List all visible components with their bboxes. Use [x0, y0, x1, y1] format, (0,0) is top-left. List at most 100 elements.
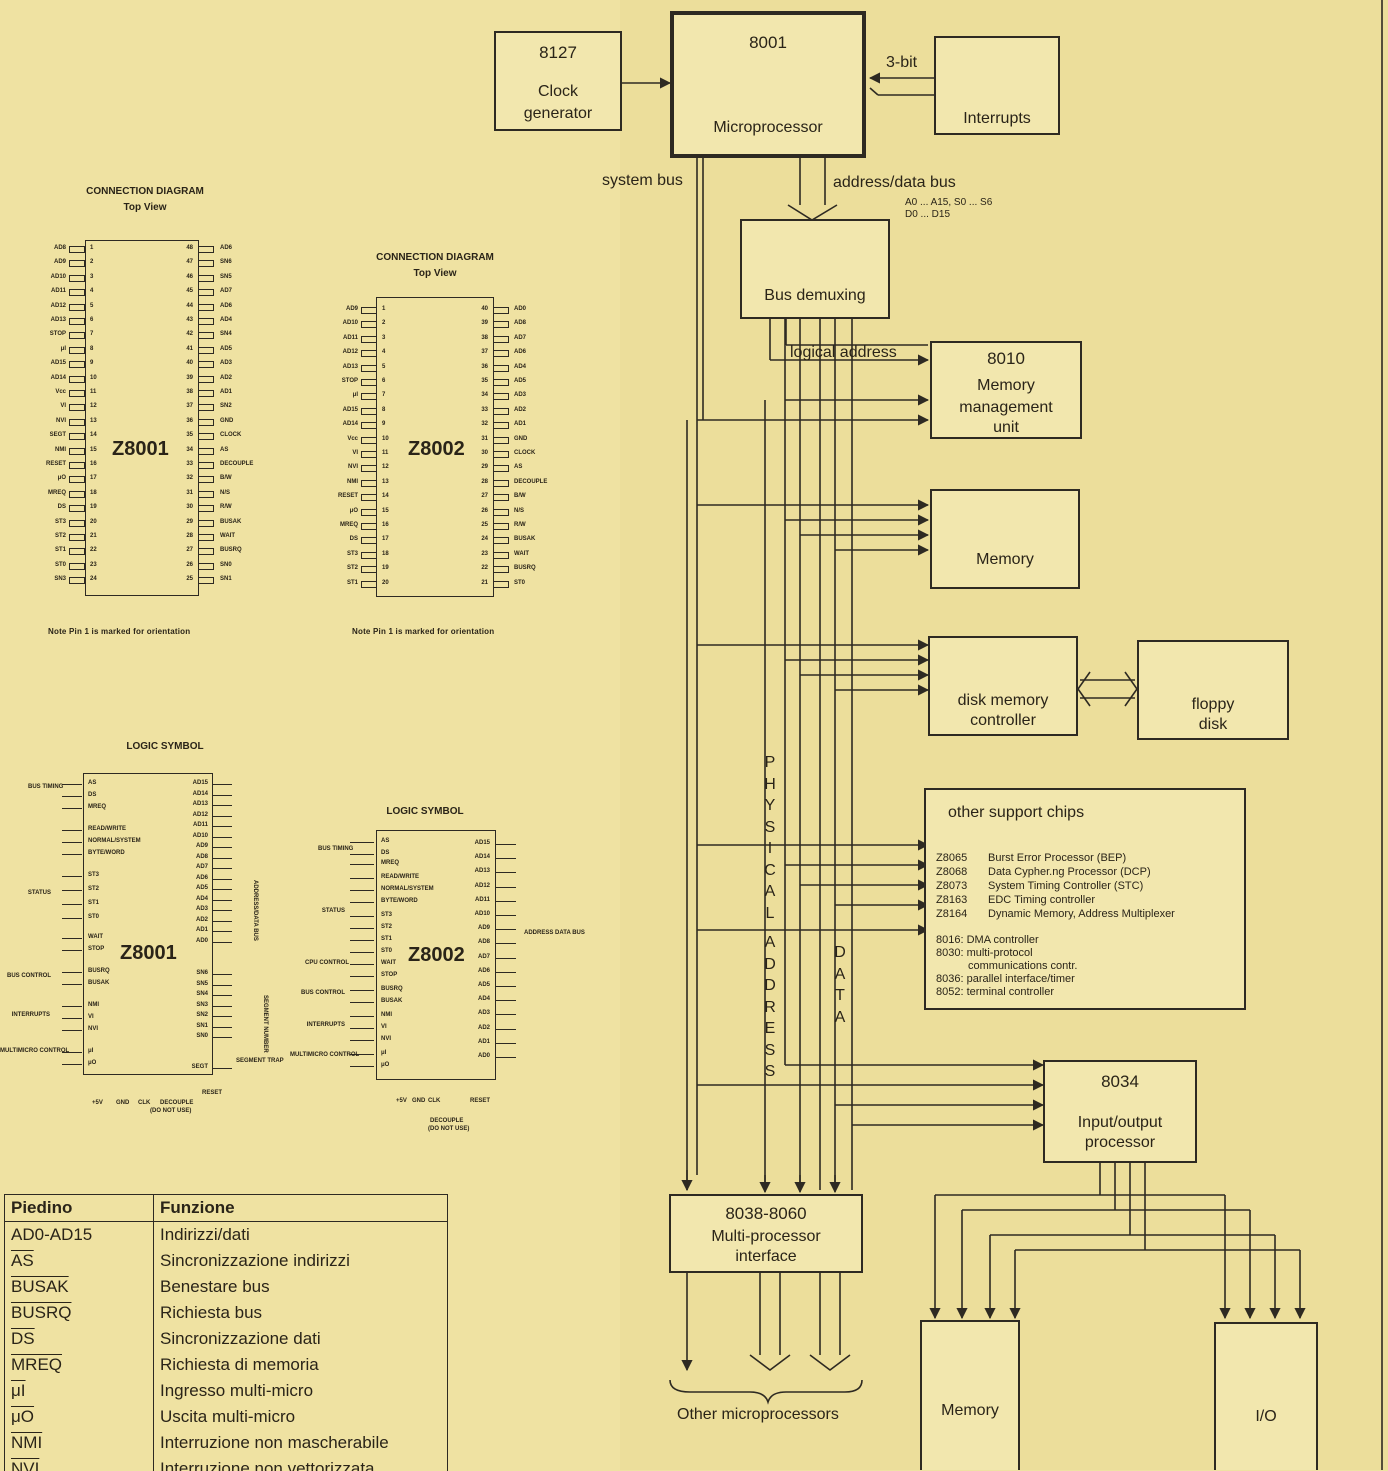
- cpu-num: 8001: [674, 33, 862, 53]
- conn1-right-pin-number: 47: [175, 259, 193, 265]
- logic1-group-multimicro: MULTIMICRO CONTROL: [0, 1048, 52, 1054]
- pin-stub: [198, 505, 214, 512]
- logic1-right-pin: SEGT: [180, 1064, 208, 1070]
- pin-stub: [69, 289, 85, 296]
- support-part: Z8163: [936, 894, 967, 906]
- conn1-right-pin-number: 25: [175, 576, 193, 582]
- logic1-right-pin: AD13: [180, 801, 208, 807]
- logic1-right-pin: AD7: [180, 864, 208, 870]
- pin-stub: [493, 581, 509, 588]
- conn2-left-pin-number: 19: [382, 565, 389, 571]
- pin-line: [496, 958, 516, 959]
- conn2-left-pin-number: 6: [382, 378, 385, 384]
- logic2-group-bus-timing: BUS TIMING: [318, 846, 346, 852]
- conn2-right-pin: AD5: [514, 378, 526, 384]
- conn1-note: Note Pin 1 is marked for orientation: [48, 627, 190, 636]
- floppy-name-2: disk: [1139, 716, 1287, 734]
- conn2-right-pin-number: 29: [470, 464, 488, 470]
- conn1-left-pin: DS: [30, 504, 66, 510]
- pin-line: [350, 1016, 374, 1017]
- system-bus-label: system bus: [602, 172, 683, 190]
- logic1-left-pin: ST3: [88, 872, 99, 878]
- pin-line: [496, 972, 516, 973]
- conn1-left-pin-number: 18: [90, 490, 97, 496]
- conn1-right-pin-number: 40: [175, 360, 193, 366]
- logic1-bottom-pin: CLK: [138, 1100, 150, 1106]
- pin-line: [62, 1006, 82, 1007]
- pin-line: [62, 950, 82, 951]
- conn1-left-pin-number: 10: [90, 375, 97, 381]
- conn2-left-pin: NMI: [322, 479, 358, 485]
- support-part: Z8073: [936, 880, 967, 892]
- pin-stub: [198, 476, 214, 483]
- pin-line: [62, 842, 82, 843]
- pin-stub: [69, 577, 85, 584]
- pin-line: [350, 890, 374, 891]
- conn1-right-pin-number: 28: [175, 533, 193, 539]
- conn1-left-pin: MREQ: [30, 490, 66, 496]
- logic1-bottom-pin: +5V: [92, 1100, 103, 1106]
- pin-stub: [361, 494, 377, 501]
- pin-stub: [361, 451, 377, 458]
- pin-line: [496, 844, 516, 845]
- conn1-right-pin: SN1: [220, 576, 232, 582]
- pin-line: [62, 808, 82, 809]
- conn1-left-pin: ST2: [30, 533, 66, 539]
- logic1-left-pin: ST2: [88, 886, 99, 892]
- logic1-left-pin: STOP: [88, 946, 104, 952]
- conn1-left-pin-number: 19: [90, 504, 97, 510]
- support2-line: 8030: multi-protocol: [936, 947, 1033, 959]
- data_letters-letter: D: [833, 942, 847, 963]
- pin-stub: [198, 448, 214, 455]
- pin-stub: [493, 408, 509, 415]
- conn1-left-pin: μI: [30, 346, 66, 352]
- logic2-right-pin: AD15: [462, 840, 490, 846]
- logic1-left-pin: BUSRQ: [88, 968, 110, 974]
- conn1-left-pin-number: 20: [90, 519, 97, 525]
- pin-stub: [198, 433, 214, 440]
- logic1-right-pin: AD10: [180, 833, 208, 839]
- logic1-group-addr: ADDRESS/DATA BUS: [252, 880, 258, 941]
- conn2-left-pin: AD11: [322, 335, 358, 341]
- interrupts-block: Interrupts: [934, 36, 1060, 135]
- pin-stub: [198, 361, 214, 368]
- pin-stub: [198, 520, 214, 527]
- logic2-group-multimicro: MULTIMICRO CONTROL: [290, 1052, 346, 1058]
- conn2-note: Note Pin 1 is marked for orientation: [352, 627, 494, 636]
- logic1-left-pin: ST0: [88, 914, 99, 920]
- conn1-subtitle: Top View: [70, 202, 220, 213]
- conn1-left-pin: AD13: [30, 317, 66, 323]
- pin-line: [496, 887, 516, 888]
- support-desc: Data Cypher.ng Processor (DCP): [988, 866, 1151, 878]
- pin-stub: [198, 347, 214, 354]
- logic1-right-pin: SN2: [180, 1012, 208, 1018]
- pin-function: Richiesta di memoria: [154, 1352, 448, 1378]
- conn1-right-pin: DECOUPLE: [220, 461, 253, 467]
- conn1-left-pin-number: 23: [90, 562, 97, 568]
- pin-stub: [493, 523, 509, 530]
- logic2-right-pin: AD9: [462, 925, 490, 931]
- clock-name-1: Clock: [496, 83, 620, 101]
- logic2-left-pin: AS: [381, 838, 389, 844]
- pin-stub: [69, 404, 85, 411]
- pin-stub: [198, 390, 214, 397]
- conn2-left-pin-number: 3: [382, 335, 385, 341]
- multiprocessor-interface-block: 8038-8060 Multi-processor interface: [669, 1194, 863, 1273]
- conn1-right-pin: AD4: [220, 317, 232, 323]
- conn2-left-pin: STOP: [322, 378, 358, 384]
- logic1-right-pin: SN3: [180, 1002, 208, 1008]
- conn1-right-pin-number: 38: [175, 389, 193, 395]
- mmu-name-1: Memory: [932, 377, 1080, 395]
- pin-line: [62, 876, 82, 877]
- logic1-left-pin: NMI: [88, 1002, 99, 1008]
- address-signals: A0 ... A15, S0 ... S6: [905, 197, 992, 208]
- logic1-bottom-pin: RESET: [202, 1090, 222, 1096]
- pin-line: [212, 837, 232, 838]
- mmu-name-2: management: [932, 399, 1080, 417]
- pin-line: [62, 796, 82, 797]
- pin-stub: [361, 437, 377, 444]
- pin-stub: [198, 462, 214, 469]
- pin-line: [212, 879, 232, 880]
